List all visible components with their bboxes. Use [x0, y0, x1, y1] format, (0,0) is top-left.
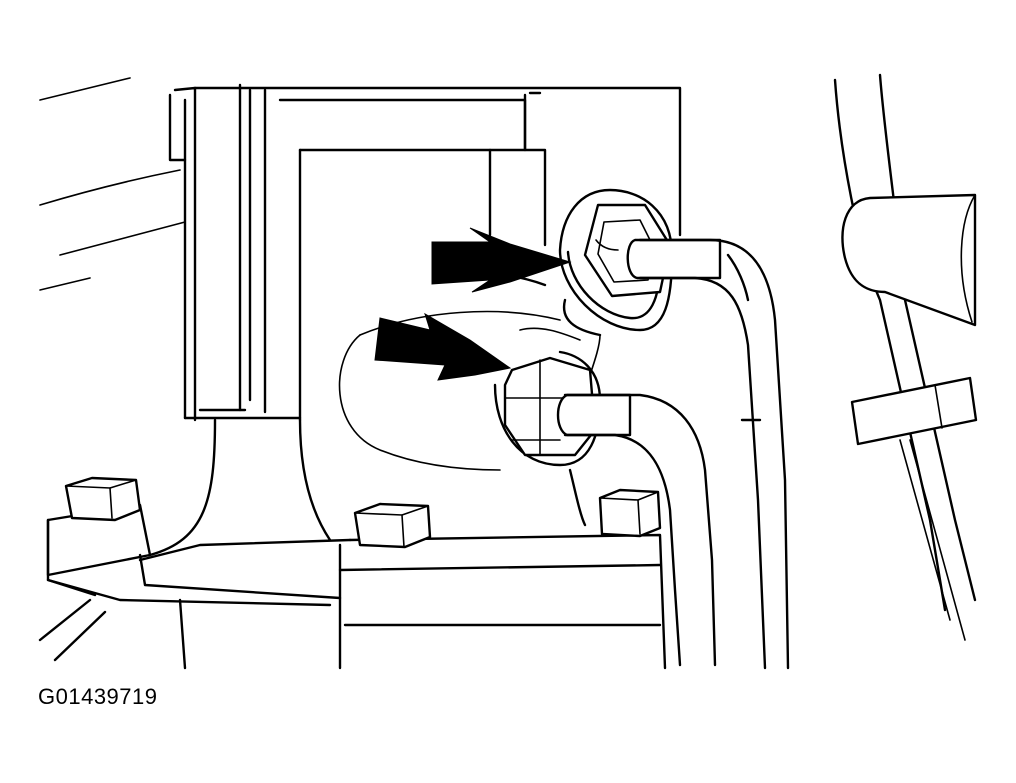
bolt-center — [353, 502, 432, 549]
arrow-right-icon — [431, 227, 572, 293]
background-contour-lines — [39, 77, 186, 291]
arrow-right-icon — [374, 312, 512, 381]
figure-id-label: G01439719 — [38, 684, 158, 709]
lower-fitting — [493, 350, 632, 467]
lower-fuel-line — [563, 393, 717, 667]
bracket-housing — [148, 83, 682, 557]
upper-fuel-line — [638, 238, 790, 670]
frame-rails — [833, 73, 977, 641]
bolt-right — [598, 488, 662, 538]
fuel-line-fitting-diagram — [38, 73, 978, 670]
tube-clamp — [850, 376, 978, 446]
upper-fitting — [558, 188, 722, 332]
bolt-left — [64, 476, 142, 522]
mounting-flange — [38, 503, 667, 670]
round-tube-end — [841, 193, 977, 327]
